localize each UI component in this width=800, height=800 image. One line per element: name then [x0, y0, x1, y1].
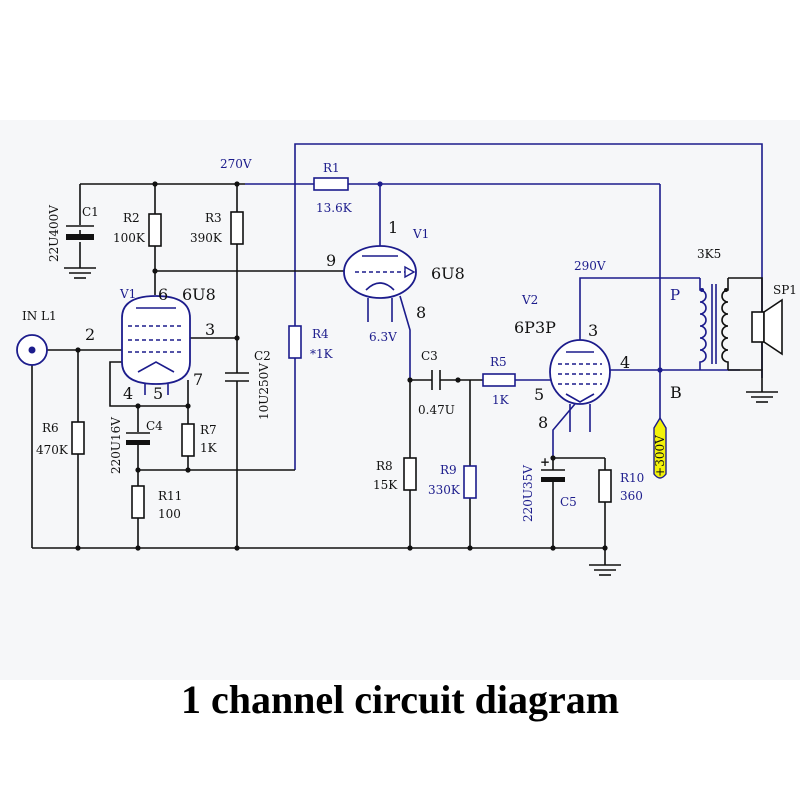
label-sp1: SP1 — [773, 283, 797, 297]
label-r11: R11 — [158, 489, 182, 503]
label-r4: R4 — [312, 327, 329, 341]
label-r6-value: 470K — [36, 443, 69, 457]
label-r11-value: 100 — [158, 507, 181, 521]
label-pin2: 2 — [85, 325, 95, 344]
label-c4: C4 — [146, 419, 163, 433]
diagram-panel — [0, 120, 800, 680]
label-r3: R3 — [205, 211, 222, 225]
label-r4-value: *1K — [310, 347, 334, 361]
capacitor-c1 — [66, 225, 94, 240]
resistor-r9 — [463, 465, 477, 499]
input-jack — [16, 334, 48, 366]
label-r9: R9 — [440, 463, 457, 477]
label-r6: R6 — [42, 421, 59, 435]
label-v2-pin4: 4 — [620, 353, 630, 372]
label-270v: 270V — [220, 157, 252, 171]
resistor-r1 — [313, 177, 349, 191]
label-c5-value: 220U35V — [521, 465, 535, 522]
resistor-r5 — [482, 373, 516, 387]
capacitor-c3 — [431, 370, 441, 390]
label-r1: R1 — [323, 161, 340, 175]
label-r7: R7 — [200, 423, 217, 437]
resistor-r2 — [148, 213, 162, 247]
label-pin4: 4 — [123, 384, 133, 403]
label-290v: 290V — [574, 259, 606, 273]
resistor-r6 — [71, 421, 85, 455]
speaker-sp1 — [751, 298, 783, 356]
voltage-tag-text: +300V — [653, 435, 667, 477]
output-transformer — [699, 278, 729, 370]
label-r2: R2 — [123, 211, 140, 225]
ground-c1 — [64, 267, 96, 279]
resistor-r7 — [181, 423, 195, 457]
label-c5: C5 — [560, 495, 577, 509]
label-v2-pin5: 5 — [534, 385, 544, 404]
label-r5-value: 1K — [492, 393, 510, 407]
label-pin1: 1 — [388, 218, 398, 237]
label-r2-value: 100K — [113, 231, 146, 245]
label-input: IN L1 — [22, 309, 57, 323]
label-c1-value: 22U400V — [47, 205, 61, 262]
junction-dots — [75, 181, 663, 551]
tube-v1-right — [343, 245, 417, 322]
label-v2-pin3: 3 — [588, 321, 598, 340]
label-r1-value: 13.6K — [316, 201, 353, 215]
capacitor-c2 — [225, 372, 249, 382]
label-pin7: 7 — [193, 370, 203, 389]
label-heater-voltage: 6.3V — [369, 330, 397, 344]
label-r10: R10 — [620, 471, 644, 485]
label-pin3: 3 — [205, 320, 215, 339]
label-pin9: 9 — [326, 251, 336, 270]
ground-speaker — [746, 391, 778, 403]
label-c3-value: 0.47U — [418, 403, 455, 417]
diagram-caption: 1 channel circuit diagram — [180, 677, 620, 722]
resistor-r8 — [403, 457, 417, 491]
resistor-r3 — [230, 211, 244, 245]
label-c5-plus: + — [540, 455, 550, 469]
label-r3-value: 390K — [190, 231, 223, 245]
label-6u8-left: 6U8 — [182, 285, 216, 304]
resistor-r4 — [288, 325, 302, 359]
label-r10-value: 360 — [620, 489, 643, 503]
label-pin5: 5 — [153, 384, 163, 403]
label-c2: C2 — [254, 349, 271, 363]
label-primary-p: P — [670, 286, 680, 304]
label-c3: C3 — [421, 349, 438, 363]
capacitor-c4 — [126, 432, 150, 445]
label-pin6: 6 — [158, 285, 168, 304]
label-c1: C1 — [82, 205, 99, 219]
tube-v2 — [549, 339, 611, 432]
resistor-r11 — [131, 485, 145, 519]
label-c4-value: 220U16V — [109, 417, 123, 474]
label-pin8: 8 — [416, 303, 426, 322]
tube-v1-left — [121, 295, 191, 395]
capacitor-c5 — [541, 469, 565, 482]
label-r8: R8 — [376, 459, 393, 473]
label-v2: V2 — [521, 293, 538, 307]
label-r5: R5 — [490, 355, 507, 369]
label-6u8-right: 6U8 — [431, 264, 465, 283]
label-r9-value: 330K — [428, 483, 461, 497]
label-r8-value: 15K — [373, 478, 398, 492]
label-primary-b: B — [670, 383, 682, 402]
label-v1-left: V1 — [119, 287, 136, 301]
labels: 270V R1 13.6K C1 22U400V R2 100K R3 390K… — [22, 157, 797, 522]
ground-main — [589, 564, 621, 576]
label-c2-value: 10U250V — [257, 363, 271, 420]
resistor-r10 — [598, 469, 612, 503]
label-3k5: 3K5 — [697, 247, 721, 261]
label-r7-value: 1K — [200, 441, 218, 455]
label-v1-right: V1 — [412, 227, 429, 241]
label-v2-pin8: 8 — [538, 413, 548, 432]
voltage-tag-300v: +300V — [653, 416, 667, 479]
label-6p3p: 6P3P — [514, 318, 556, 337]
